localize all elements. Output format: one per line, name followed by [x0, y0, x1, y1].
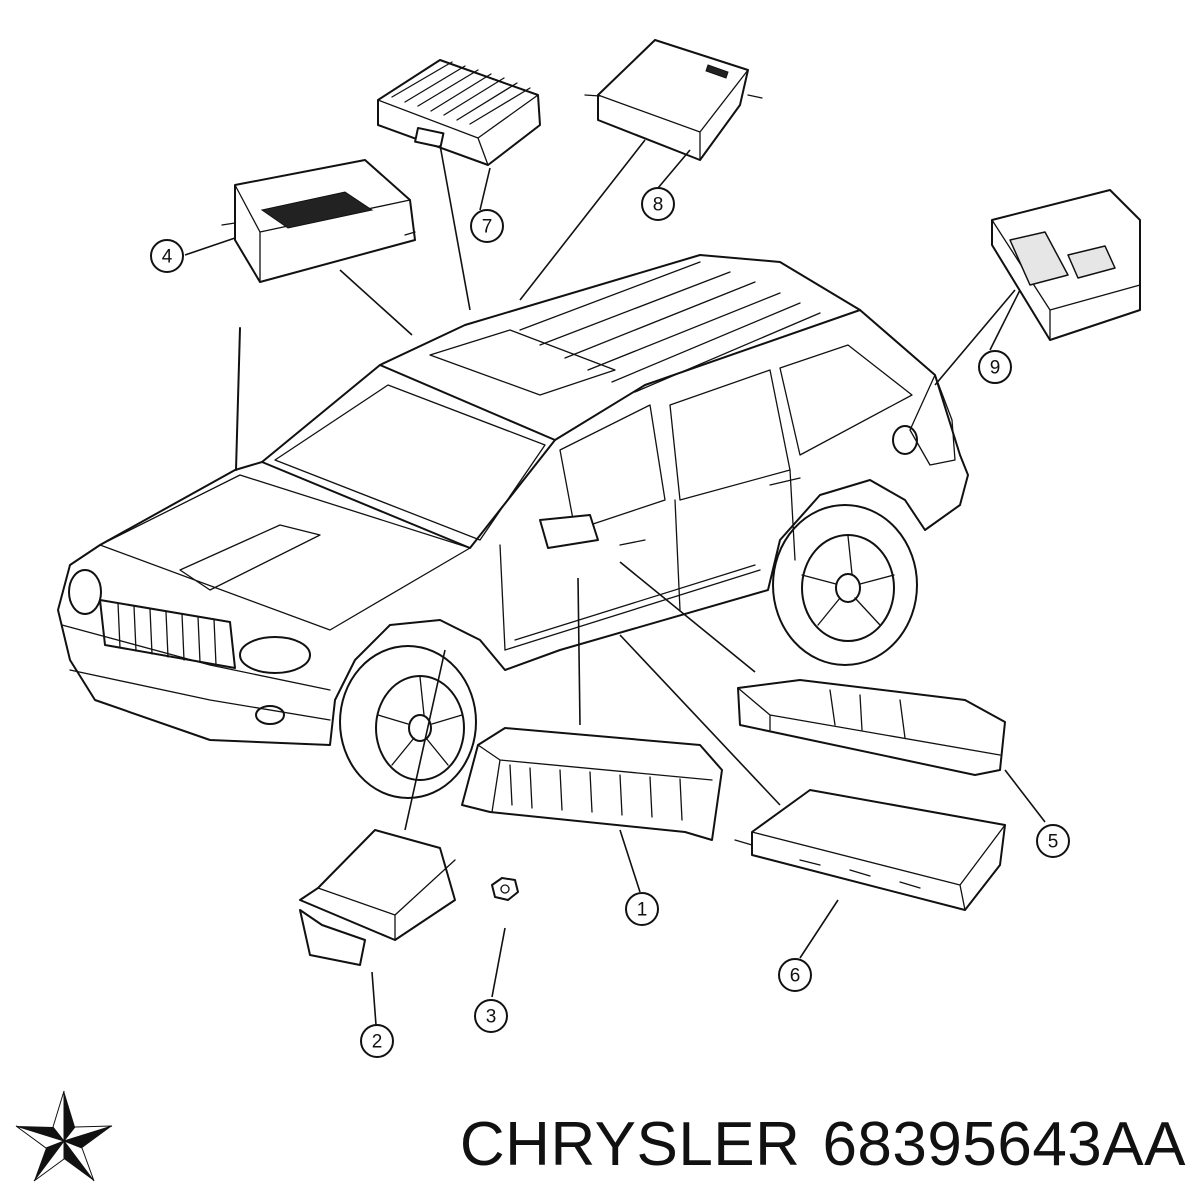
pentastar-icon [15, 1090, 113, 1182]
part-caption: CHRYSLER 68395643AA [460, 1109, 1186, 1180]
callout-8: 8 [641, 187, 675, 221]
callout-3: 3 [474, 999, 508, 1033]
module-2 [299, 829, 456, 966]
rear-wheel [772, 504, 918, 666]
callout-9: 9 [978, 350, 1012, 384]
part-number: 68395643AA [822, 1110, 1186, 1179]
callout-label-9: 9 [990, 358, 1001, 379]
vehicle-illustration [57, 254, 969, 799]
module-4 [221, 159, 416, 283]
footer: CHRYSLER 68395643AA [0, 1085, 1200, 1200]
module-6 [734, 789, 1006, 911]
callout-label-6: 6 [790, 966, 801, 987]
module-7 [377, 59, 541, 166]
callout-5: 5 [1036, 824, 1070, 858]
module-8 [584, 39, 763, 161]
module-1 [461, 727, 723, 841]
module-9 [991, 189, 1141, 341]
callout-label-8: 8 [653, 195, 664, 216]
nut-3 [491, 877, 519, 901]
callout-4: 4 [150, 239, 184, 273]
callout-label-7: 7 [482, 217, 493, 238]
callout-1: 1 [625, 892, 659, 926]
callout-label-1: 1 [637, 900, 648, 921]
leader-lines [184, 139, 1046, 1026]
callout-label-5: 5 [1048, 832, 1059, 853]
front-wheel [339, 645, 477, 799]
brand-name: CHRYSLER [459, 1110, 801, 1179]
callout-label-4: 4 [162, 247, 173, 268]
grille [99, 599, 236, 669]
module-5 [737, 679, 1006, 776]
callout-2: 2 [360, 1024, 394, 1058]
callout-label-3: 3 [486, 1007, 497, 1028]
callout-label-2: 2 [372, 1032, 383, 1053]
callout-7: 7 [470, 209, 504, 243]
callout-6: 6 [778, 958, 812, 992]
